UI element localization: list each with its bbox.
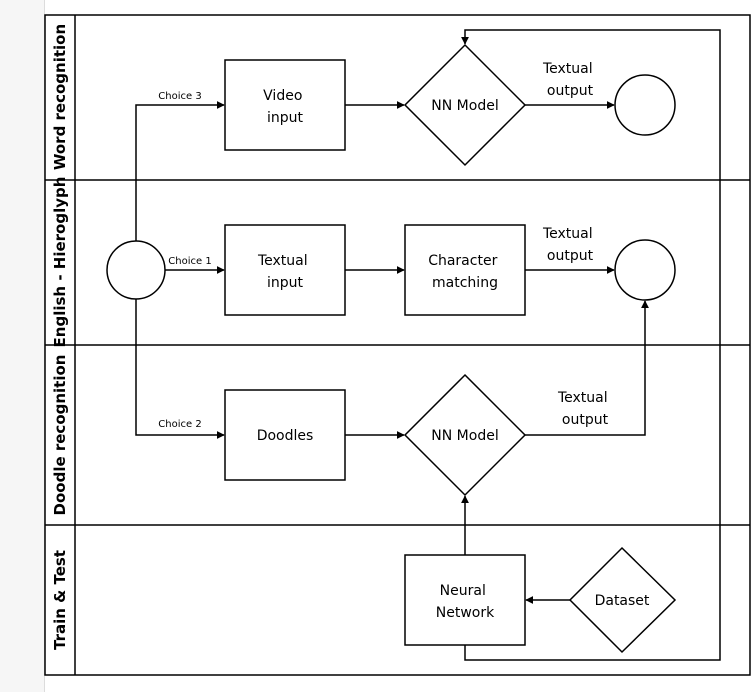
end-node-middle [614,239,676,301]
dataset-label: Dataset [595,593,650,609]
video-input-box [224,59,346,151]
character-matching-label: Character matching [428,253,502,291]
lane-title-word-recognition: Word recognition [51,24,69,170]
nn-model-top-label: NN Model [431,98,498,114]
lane-title-english-hieroglyph: English - Hieroglyph [51,177,69,348]
video-input-label: Video input [263,88,307,126]
textual-output-label-middle: Textual output [542,226,597,264]
end-node-top [614,74,676,136]
choice-2-label: Choice 2 [158,419,201,430]
doodles-label: Doodles [257,428,314,444]
textual-input-label: Textual input [257,253,312,291]
textual-output-label-doodle: Textual output [557,390,612,428]
edge-neural-network-feedback-to-top-model [461,29,721,661]
character-matching-box [404,224,526,316]
dataset-diamond [568,546,677,654]
edge-nn-model-to-end-middle [525,300,649,436]
neural-network-box [404,554,526,646]
neural-network-label: Neural Network [436,583,495,621]
nn-model-top-diamond [403,43,527,167]
choice-3-label: Choice 3 [158,91,201,102]
doodles-box [224,389,346,481]
nn-model-middle-label: NN Model [431,428,498,444]
choice-1-label: Choice 1 [168,256,211,267]
edge-start-to-video-input [135,101,225,241]
nn-model-middle-diamond [403,373,527,497]
edge-start-to-doodles [135,299,225,439]
start-node [106,240,166,300]
textual-output-label-top: Textual output [542,61,597,99]
lane-title-doodle-recognition: Doodle recognition [51,355,69,516]
textual-input-box [224,224,346,316]
lane-title-train-test: Train & Test [51,550,69,650]
